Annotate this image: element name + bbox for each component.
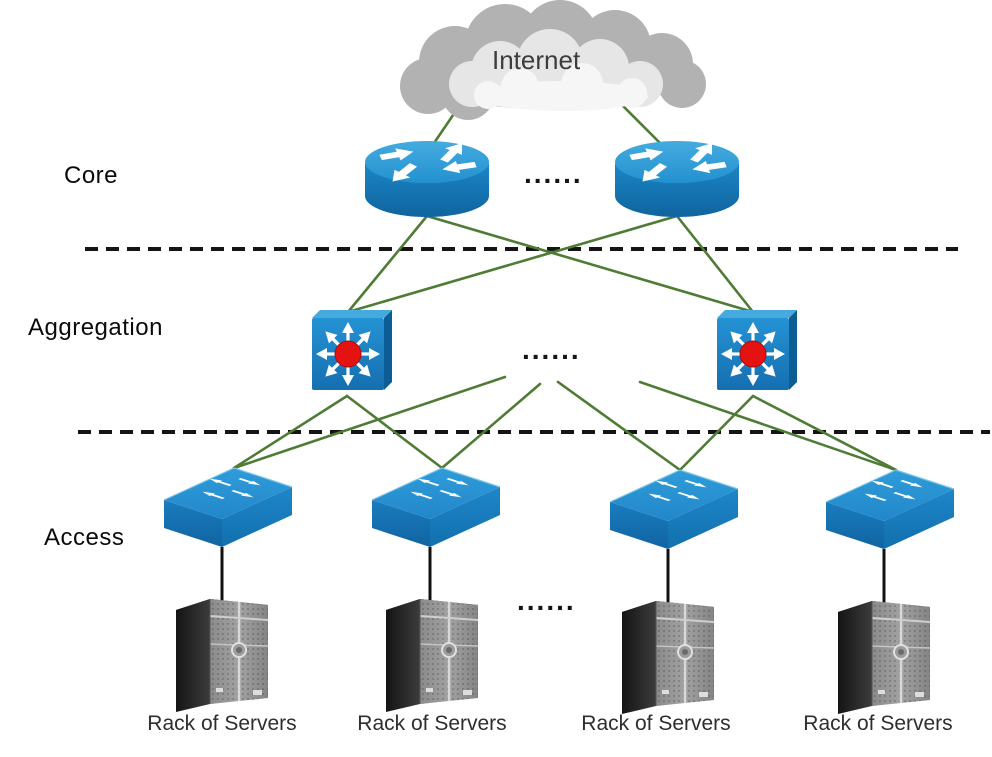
core-ellipsis: ...... [524,158,583,189]
core-router-2 [615,140,739,217]
rack-label-2: Rack of Servers [357,712,507,735]
link-agg2-access4 [751,394,898,472]
link-agg1-access1 [232,394,349,470]
link-router1-agg1 [346,214,429,314]
network-links [232,94,898,472]
rack-label-3: Rack of Servers [581,712,731,735]
access-switch-1 [164,468,292,547]
aggregation-ellipsis: ...... [522,334,581,365]
aggregation-switch-2 [717,310,797,390]
server-rack-4 [836,599,932,716]
access-switch-3 [610,470,738,549]
aggregation-layer-label: Aggregation [28,314,163,341]
link-hidden-agg-access4 [638,380,898,472]
access-switch-2 [372,468,500,547]
link-router2-agg1 [346,214,679,314]
link-hidden-agg-access2 [440,382,542,470]
link-agg1-access2 [345,394,444,470]
link-router2-agg2 [675,214,755,314]
server-rack-3 [620,599,716,716]
core-layer-label: Core [64,162,119,189]
aggregation-switch-1 [312,310,392,390]
server-rack-2 [384,597,480,714]
rack-ellipsis: ...... [517,585,576,616]
access-switch-4 [826,470,954,549]
link-agg2-access3 [678,394,755,472]
internet-cloud [400,0,706,120]
core-router-1 [365,140,489,217]
link-hidden-agg-access3 [556,380,682,472]
server-rack-1 [174,597,270,714]
rack-label-4: Rack of Servers [803,712,953,735]
access-layer-label: Access [44,524,125,551]
server-uplinks [220,547,886,606]
link-router1-agg2 [425,214,755,314]
internet-label: Internet [492,45,581,75]
rack-label-1: Rack of Servers [147,712,297,735]
link-hidden-agg-access1 [232,375,507,470]
